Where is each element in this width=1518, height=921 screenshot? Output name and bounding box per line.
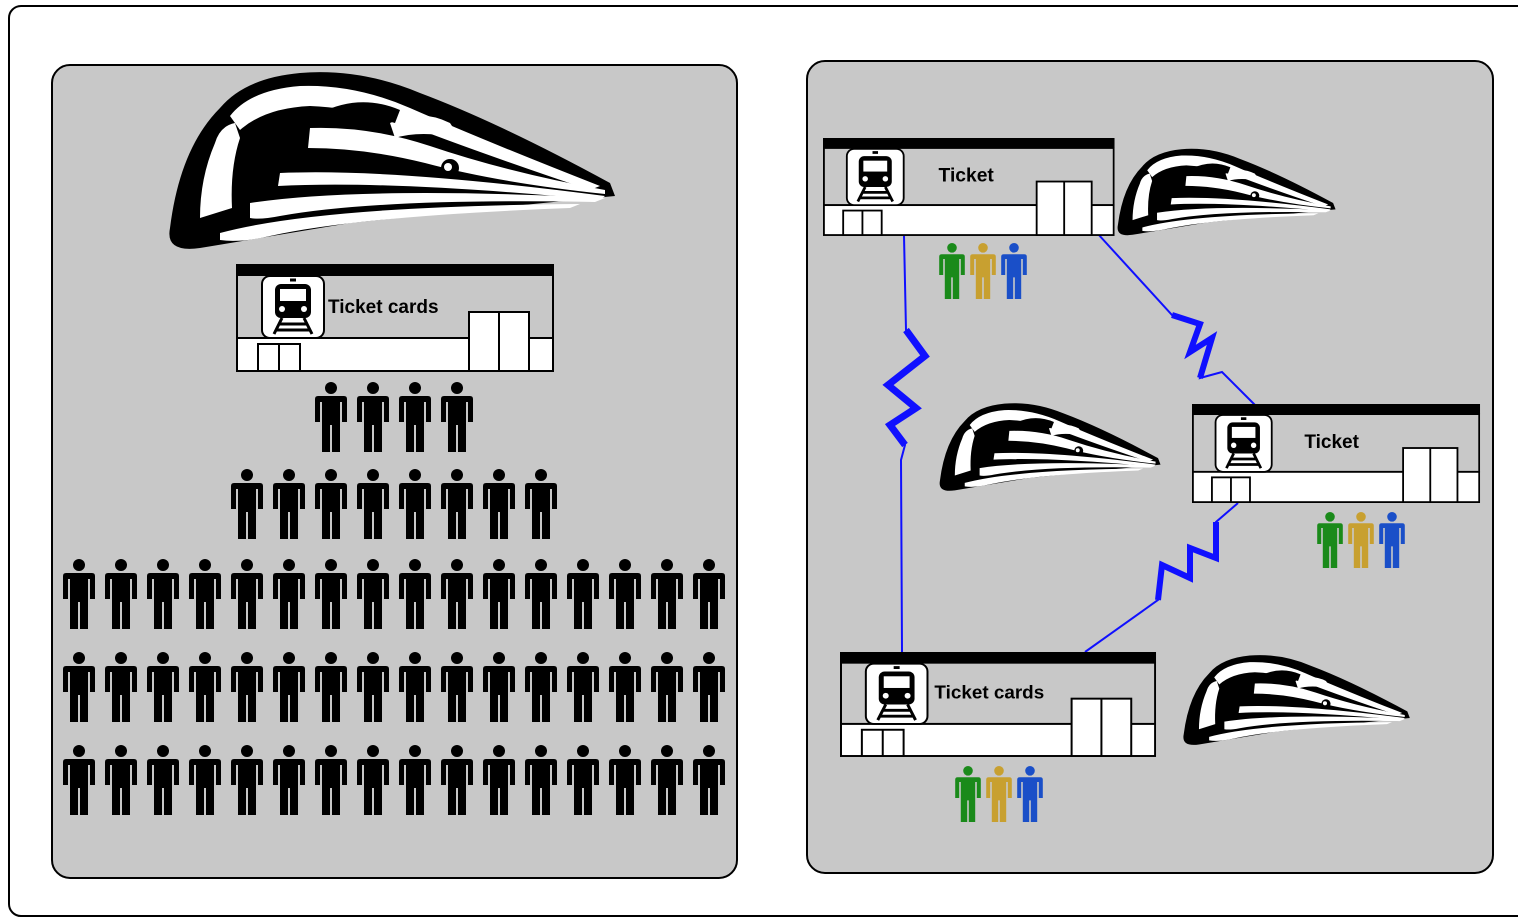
station-label: Ticket cards <box>934 682 1044 703</box>
right-panel: Ticket Ticket Ticket cards <box>807 61 1493 873</box>
station-icon <box>840 652 1156 756</box>
station-top: Ticket <box>823 138 1115 235</box>
station-label: Ticket cards <box>328 297 439 318</box>
station-icon <box>823 138 1115 235</box>
left-station: Ticket cards <box>236 264 554 371</box>
station-label: Ticket <box>1304 432 1359 453</box>
station-label: Ticket <box>939 166 995 187</box>
station-bottom: Ticket cards <box>840 652 1156 756</box>
left-panel: Ticket cards <box>52 65 737 878</box>
station-icon <box>1192 404 1480 502</box>
station-right: Ticket <box>1192 404 1480 502</box>
